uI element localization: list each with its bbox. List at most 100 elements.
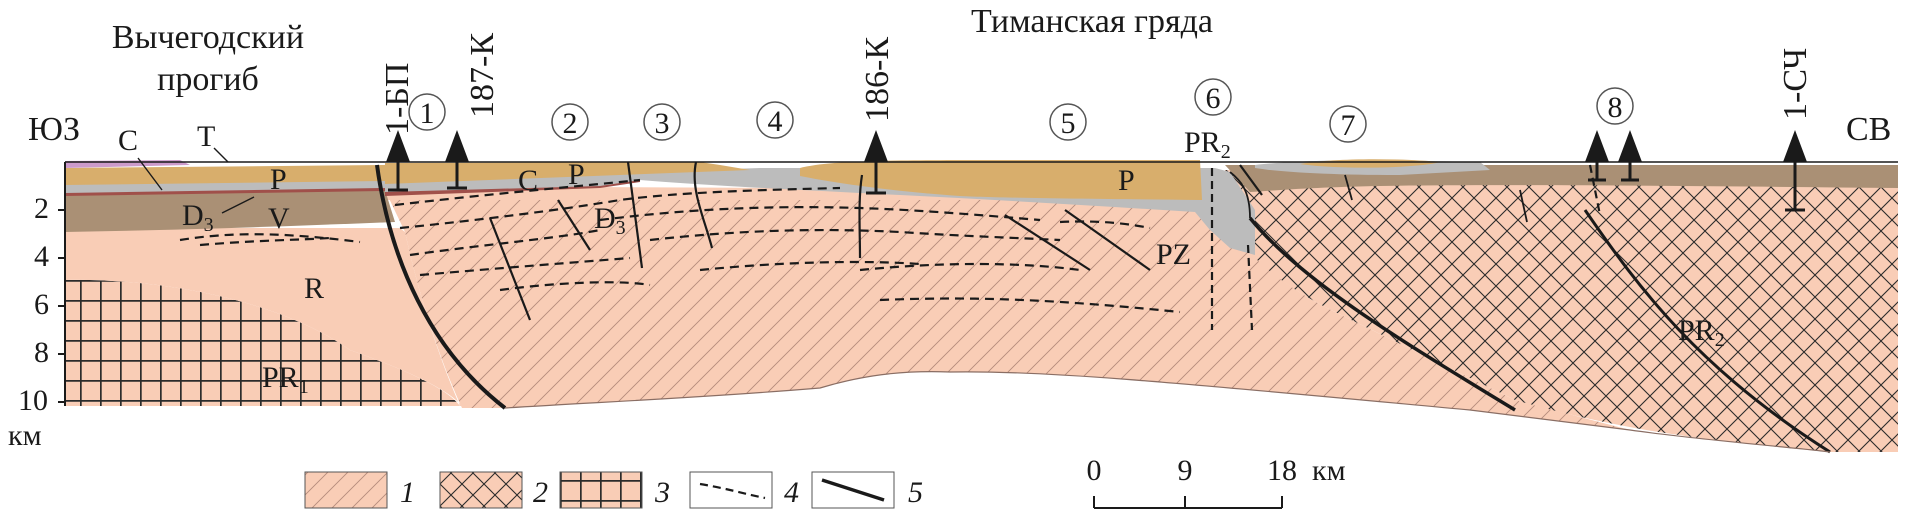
svg-text:D3: D3	[182, 199, 214, 236]
svg-text:R: R	[304, 272, 324, 305]
basement-r-salmon	[65, 228, 462, 406]
northeast-crosshatched-block	[1225, 170, 1898, 452]
geology-layers	[65, 170, 1898, 452]
fault-main-west	[375, 164, 507, 410]
svg-text:1: 1	[420, 97, 435, 130]
svg-text:P: P	[270, 163, 287, 196]
svg-text:8: 8	[1608, 91, 1623, 124]
fault-right-dashed	[1588, 164, 1602, 216]
scale-bar: 0 9 18 км	[1087, 454, 1346, 509]
legend-item-2: 2	[439, 471, 548, 509]
svg-text:3: 3	[655, 107, 670, 140]
svg-text:3: 3	[654, 476, 670, 509]
layer-d3-v-brown	[65, 190, 395, 232]
ridge-title: Тиманская гряда	[971, 3, 1213, 40]
scale-tick-18: 18	[1267, 454, 1297, 487]
wells: 1-БП 187-К 186-К 1-СЧ	[379, 33, 1814, 212]
legend-item-4: 4	[689, 471, 799, 509]
legend: 1 2 3 4 5	[304, 471, 923, 509]
legend-item-3: 3	[559, 471, 670, 509]
depth-tick-8: 8	[34, 336, 49, 369]
depth-axis: 2 4 6 8 10 км	[8, 162, 66, 452]
svg-text:5: 5	[1061, 107, 1076, 140]
well-187-k: 187-К	[445, 33, 501, 190]
scale-unit: км	[1312, 454, 1346, 487]
zone-2: 2	[551, 103, 589, 141]
layer-t-lilac	[65, 160, 190, 168]
fault-b	[557, 199, 591, 251]
fault-main-east	[1248, 216, 1516, 412]
fault-e	[858, 174, 864, 259]
svg-text:D3: D3	[594, 202, 626, 239]
fault-k6-right-dashed	[1246, 244, 1254, 331]
svg-text:2: 2	[533, 476, 548, 509]
fault-k	[1229, 171, 1251, 219]
svg-text:2: 2	[563, 107, 578, 140]
svg-text:6: 6	[1206, 82, 1221, 115]
svg-text:7: 7	[1341, 109, 1356, 142]
well-186-k: 186-К	[859, 37, 896, 195]
middle-sedimentary-cover	[385, 160, 1255, 255]
depth-tick-10: 10	[18, 384, 48, 417]
central-p-ochre	[800, 160, 1202, 200]
fault-j	[1519, 189, 1528, 223]
dashed-reflectors	[179, 178, 1181, 314]
well-label-1-bp: 1-БП	[379, 63, 416, 135]
zone-8: 8	[1596, 87, 1634, 125]
svg-text:5: 5	[908, 476, 923, 509]
fault-i	[1344, 174, 1353, 201]
legend-item-1: 1	[304, 471, 415, 509]
zone-numbers: 1 2 3 4 5 6 7 8	[408, 78, 1634, 143]
fault-d	[693, 161, 714, 249]
depth-tick-6: 6	[34, 288, 49, 321]
well-label-1-sch: 1-СЧ	[1777, 48, 1814, 120]
well-1-sch: 1-СЧ	[1777, 48, 1814, 212]
zone-4: 4	[756, 101, 794, 139]
scale-tick-9: 9	[1178, 454, 1193, 487]
trough-label-line2: прогиб	[157, 61, 259, 98]
basement-pr1-grid	[65, 279, 460, 406]
well-1-bp: 1-БП	[379, 63, 416, 192]
zone-6: 6	[1194, 78, 1232, 116]
svg-text:C: C	[518, 164, 538, 197]
trough-label-line1: Вычегодский	[112, 19, 304, 56]
depth-tick-2: 2	[34, 192, 49, 225]
well-label-186-k: 186-К	[859, 37, 896, 122]
zone-1: 1	[408, 93, 446, 131]
fault-a	[488, 217, 532, 321]
layer-p-ochre	[65, 165, 385, 185]
svg-text:PZ: PZ	[1156, 238, 1191, 271]
fault-right-long	[1583, 209, 1831, 454]
svg-text:4: 4	[768, 105, 783, 138]
left-sedimentary-cover	[65, 160, 395, 232]
direction-ne: СВ	[1846, 111, 1891, 148]
svg-text:PR2: PR2	[1678, 314, 1725, 351]
layer-labels: C T P D3 V R PR1 C P D3 P PR2 PZ PR2	[118, 120, 1725, 398]
depth-tick-4: 4	[34, 240, 49, 273]
well-pair-8	[1585, 130, 1642, 182]
zone-3: 3	[643, 103, 681, 141]
svg-text:V: V	[268, 202, 290, 235]
legend-item-5: 5	[811, 471, 923, 509]
timan-hatched-block	[385, 190, 1630, 430]
svg-text:1: 1	[400, 476, 415, 509]
fault-h	[1239, 164, 1263, 196]
fault-f	[1004, 214, 1091, 271]
zone-7: 7	[1329, 105, 1367, 143]
svg-text:PR2: PR2	[1184, 126, 1231, 163]
zone-5: 5	[1049, 103, 1087, 141]
svg-text:T: T	[197, 120, 215, 153]
svg-text:PR1: PR1	[262, 361, 309, 398]
well-label-187-k: 187-К	[464, 33, 501, 118]
svg-text:C: C	[118, 124, 138, 157]
scale-tick-0: 0	[1087, 454, 1102, 487]
svg-text:4: 4	[784, 476, 799, 509]
fault-g	[1064, 209, 1151, 271]
depth-unit: км	[8, 419, 42, 452]
mid-p-ochre	[385, 162, 750, 184]
lower-boundary	[504, 371, 1831, 453]
direction-sw: ЮЗ	[28, 111, 80, 148]
svg-text:P: P	[1118, 164, 1135, 197]
svg-text:P: P	[568, 158, 585, 191]
